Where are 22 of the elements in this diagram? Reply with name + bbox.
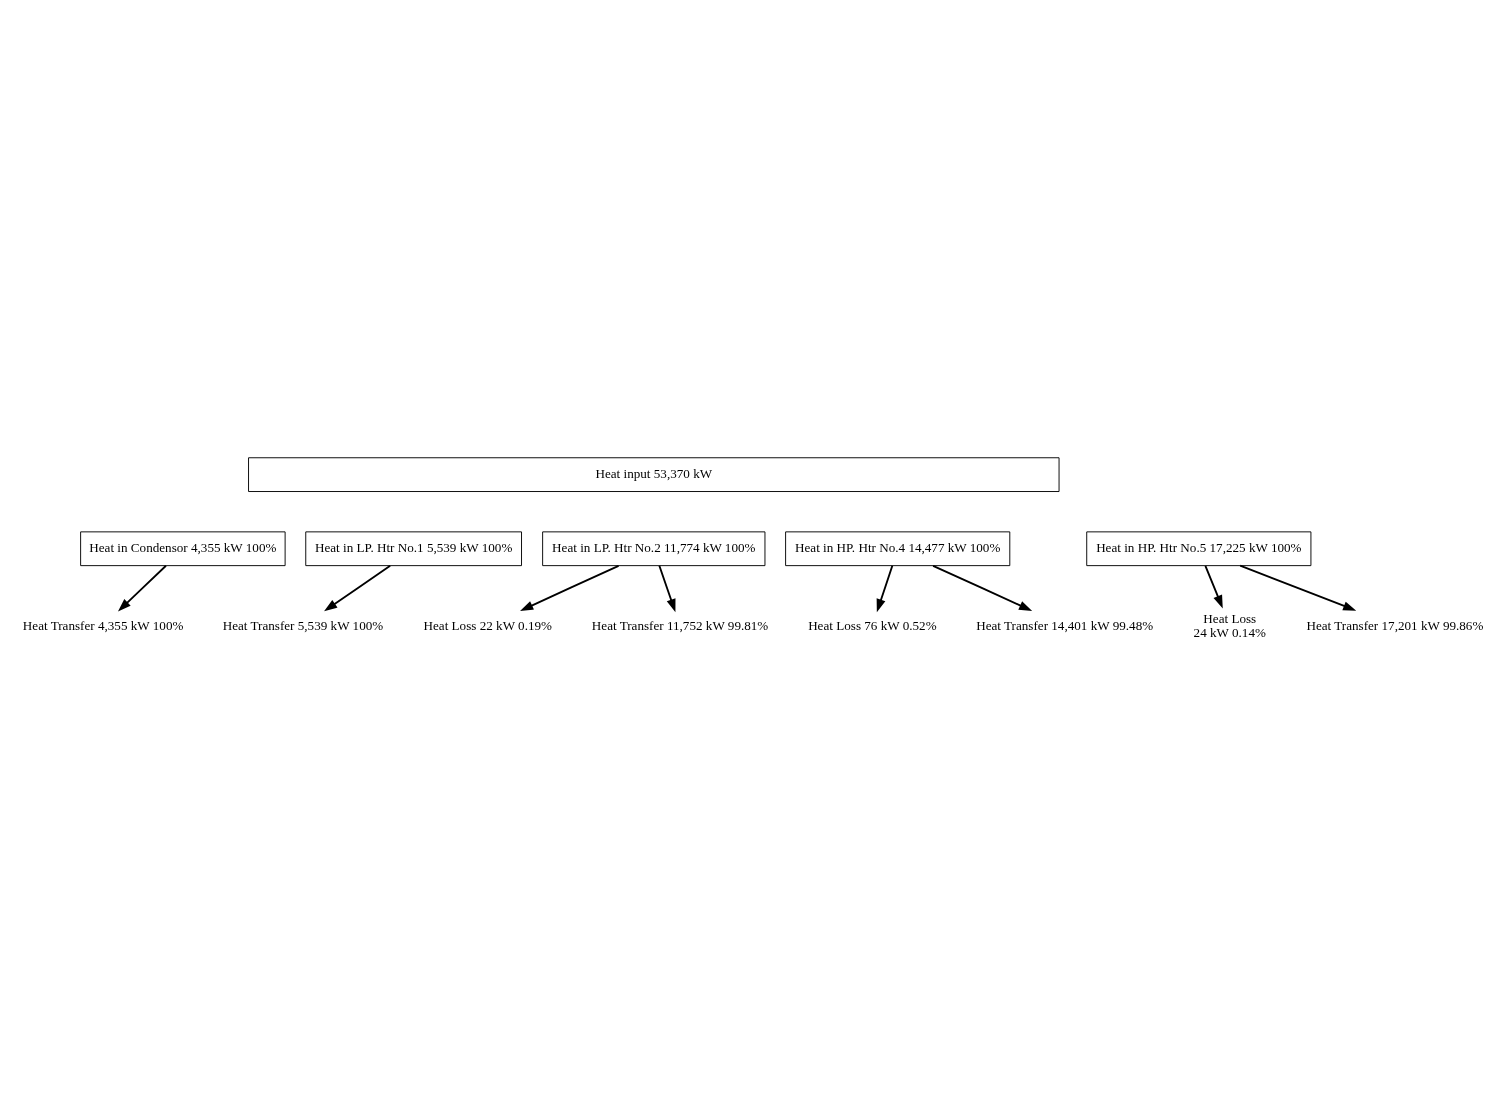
node-box: Heat in HP. Htr No.5 17,225 kW 100%: [1086, 530, 1312, 566]
node-box: Heat in Condensor 4,355 kW 100%: [80, 530, 286, 566]
node-box: Heat in LP. Htr No.2 11,774 kW 100%: [542, 530, 766, 566]
node-text: Heat Loss 24 kW 0.14%: [1193, 610, 1266, 640]
arrow: [520, 564, 620, 611]
node-text: Heat Transfer 5,539 kW 100%: [222, 617, 384, 633]
node-text: Heat Transfer 4,355 kW 100%: [22, 617, 184, 633]
arrow: [117, 564, 167, 612]
arrow: [658, 564, 676, 612]
arrow: [876, 564, 894, 612]
node-text: Heat Loss 76 kW 0.52%: [808, 617, 937, 633]
node-box: Heat in HP. Htr No.4 14,477 kW 100%: [785, 530, 1011, 566]
node-text: Heat Transfer 14,401 kW 99.48%: [976, 617, 1154, 633]
arrow: [1204, 564, 1223, 608]
node-box: Heat input 53,370 kW: [248, 456, 1060, 492]
node-text: Heat Transfer 11,752 kW 99.81%: [591, 617, 769, 633]
arrow: [932, 564, 1033, 611]
node-text: Heat Transfer 17,201 kW 99.86%: [1306, 617, 1484, 633]
arrow: [324, 564, 392, 611]
node-box: Heat in LP. Htr No.1 5,539 kW 100%: [305, 530, 522, 566]
node-text: Heat Loss 22 kW 0.19%: [423, 617, 552, 633]
arrow: [1239, 564, 1357, 611]
